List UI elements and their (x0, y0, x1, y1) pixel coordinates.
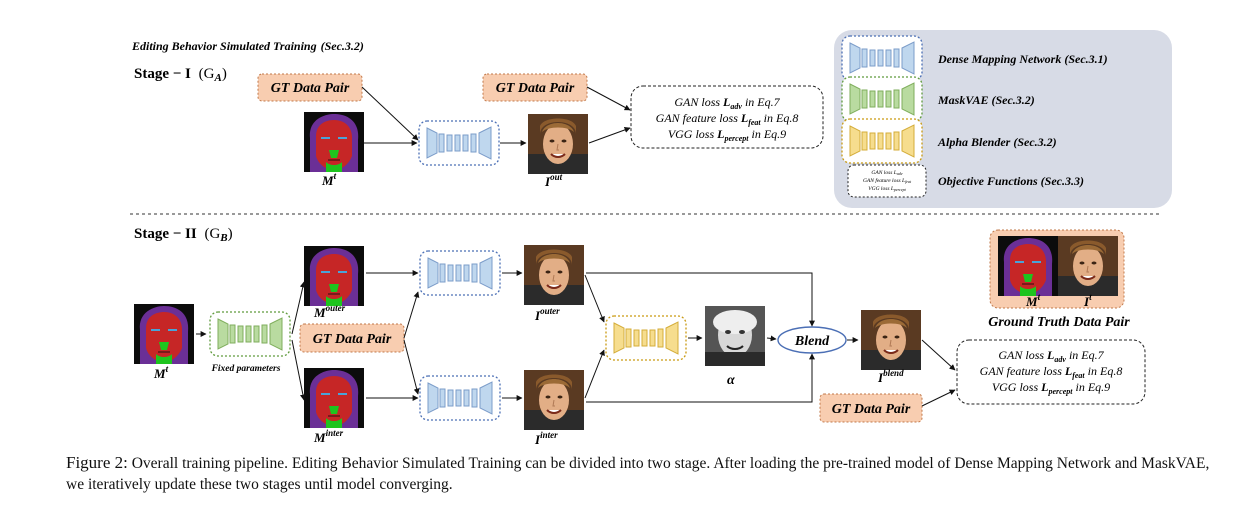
mask-label: Mt (321, 171, 337, 188)
face-image (523, 244, 585, 306)
stage2-label: Stage − II (GB) (134, 226, 233, 244)
dense-mapping-network-icon (419, 250, 501, 296)
legend-dense-label: Dense Mapping Network (Sec.3.1) (937, 52, 1108, 66)
legend-objective-icon: GAN loss Ladv GAN feature loss Lfeat VGG… (847, 164, 927, 198)
gt-data-pair-box: GT Data Pair (819, 393, 923, 423)
legend-objective-label: Objective Functions (Sec.3.3) (938, 174, 1084, 188)
gt-data-pair-box: GT Data Pair (482, 73, 588, 102)
mouter-label: Mouter (313, 303, 346, 320)
iouter-label: Iouter (534, 306, 560, 323)
mask-image (303, 111, 365, 173)
legend-alpha-label: Alpha Blender (Sec.3.2) (937, 135, 1057, 149)
mask-image (303, 367, 365, 429)
svg-text:Blend: Blend (794, 334, 830, 349)
svg-text:GT Data Pair: GT Data Pair (271, 81, 350, 96)
face-image (527, 113, 589, 175)
caption-label: Figure 2: (66, 453, 128, 472)
legend-maskvae-label: MaskVAE (Sec.3.2) (937, 93, 1035, 107)
iblend-label: Iblend (877, 368, 904, 385)
svg-text:GAN loss Ladv: GAN loss Ladv (871, 170, 902, 176)
svg-text:GAN feature loss Lfeat: GAN feature loss Lfeat (863, 177, 912, 184)
gt-data-pair-box: GT Data Pair (299, 323, 405, 353)
alpha-matte-image (705, 306, 765, 366)
legend-alpha-icon (841, 118, 923, 164)
iout-label: Iout (544, 172, 563, 189)
iinter-label: Iinter (534, 430, 558, 447)
figure-title: Editing Behavior Simulated Training(Sec.… (131, 39, 364, 53)
dense-mapping-network-icon (419, 375, 501, 421)
svg-text:GT Data Pair: GT Data Pair (832, 402, 911, 417)
svg-text:GT Data Pair: GT Data Pair (496, 81, 575, 96)
figure-caption: Figure 2: Overall training pipeline. Edi… (66, 452, 1216, 495)
stage1-label: Stage − I (GA) (134, 66, 227, 84)
minter-label: Minter (313, 428, 344, 445)
ground-truth-pair-label: Ground Truth Data Pair (988, 315, 1130, 330)
legend-dense-icon (841, 35, 923, 81)
svg-text:Mt: Mt (1025, 292, 1041, 309)
pipeline-figure: Editing Behavior Simulated Training(Sec.… (130, 30, 1172, 447)
alpha-blender-icon (605, 315, 687, 361)
svg-text:GT Data Pair: GT Data Pair (313, 332, 392, 347)
face-image (523, 369, 585, 431)
caption-text: Overall training pipeline. Editing Behav… (66, 455, 1210, 493)
dense-mapping-network-icon (418, 120, 500, 166)
maskvae-icon (209, 311, 291, 357)
svg-text:VGG loss Lpercept: VGG loss Lpercept (868, 186, 906, 192)
legend-maskvae-icon (841, 76, 923, 122)
fixed-parameters-label: Fixed parameters (211, 364, 281, 374)
ground-truth-pair-panel: Mt It (989, 229, 1125, 309)
svg-text:It: It (1083, 292, 1092, 309)
mask-label: Mt (153, 364, 169, 381)
mask-image (303, 245, 365, 307)
legend-panel: Dense Mapping Network (Sec.3.1) MaskVAE … (834, 30, 1172, 208)
gt-data-pair-box: GT Data Pair (257, 73, 363, 102)
mask-image (133, 303, 195, 365)
face-image (860, 309, 922, 371)
blend-node: Blend (777, 326, 847, 354)
alpha-label: α (727, 373, 735, 388)
